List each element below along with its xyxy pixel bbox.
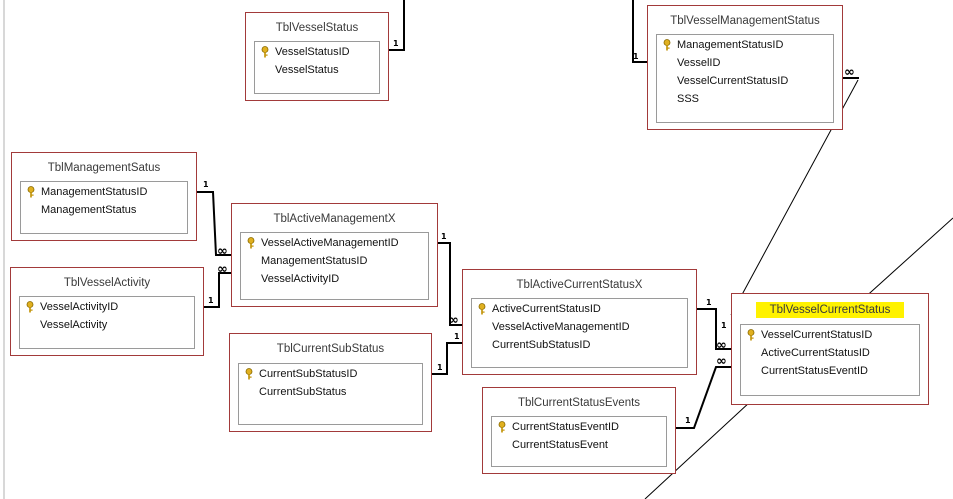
- field-row[interactable]: VesselID: [677, 57, 721, 69]
- table-title[interactable]: TblVesselStatus: [275, 22, 359, 34]
- field-row[interactable]: CurrentSubStatusID: [245, 366, 357, 382]
- field-row[interactable]: ManagementStatus: [41, 204, 137, 216]
- field-row[interactable]: ManagementStatusID: [261, 255, 368, 267]
- field-list: ActiveCurrentStatusID VesselActiveManage…: [471, 298, 688, 368]
- field-row[interactable]: SSS: [677, 93, 700, 105]
- table-title[interactable]: TblActiveCurrentStatusX: [516, 279, 643, 291]
- table-title[interactable]: TblVesselManagementStatus: [670, 15, 820, 27]
- cardinality-one: 1: [685, 416, 691, 425]
- field-row[interactable]: CurrentStatusEvent: [512, 439, 608, 451]
- table-tbl-active-current-status-x[interactable]: TblActiveCurrentStatusX ActiveCurrentSta…: [462, 269, 697, 375]
- cardinality-many: ∞: [716, 354, 727, 369]
- field-row[interactable]: VesselActivity: [40, 319, 108, 331]
- field-row[interactable]: VesselCurrentStatusID: [747, 327, 872, 343]
- field-row[interactable]: VesselActivityID: [26, 299, 118, 315]
- cardinality-one: 1: [437, 363, 443, 372]
- cardinality-one: 1: [454, 332, 460, 341]
- field-row[interactable]: ManagementStatusID: [663, 37, 783, 53]
- field-list: CurrentSubStatusID CurrentSubStatus: [238, 363, 423, 425]
- cardinality-many: ∞: [844, 65, 855, 80]
- field-list: ManagementStatusID VesselID VesselCurren…: [656, 34, 834, 123]
- key-icon: [247, 237, 255, 249]
- key-icon: [663, 39, 671, 51]
- field-list: VesselActivityID VesselActivity: [19, 296, 195, 349]
- table-title[interactable]: TblCurrentSubStatus: [276, 343, 385, 355]
- key-icon: [498, 421, 506, 433]
- field-row[interactable]: CurrentStatusEventID: [498, 419, 619, 435]
- table-tbl-management-satus[interactable]: TblManagementSatus ManagementStatusID Ma…: [11, 152, 197, 241]
- key-icon: [261, 46, 269, 58]
- field-row[interactable]: VesselStatus: [275, 64, 339, 76]
- table-tbl-vessel-activity[interactable]: TblVesselActivity VesselActivityID Vesse…: [10, 267, 204, 356]
- cardinality-one: 1: [208, 296, 214, 305]
- field-row[interactable]: VesselStatusID: [261, 44, 350, 60]
- highlight-mark: TblVesselCurrentStatus: [755, 302, 905, 318]
- field-list: VesselStatusID VesselStatus: [254, 41, 380, 94]
- field-row[interactable]: ActiveCurrentStatusID: [478, 301, 601, 317]
- cardinality-many: ∞: [448, 313, 459, 328]
- table-title[interactable]: TblVesselActivity: [63, 277, 151, 289]
- key-icon: [26, 301, 34, 313]
- field-list: VesselCurrentStatusID ActiveCurrentStatu…: [740, 324, 920, 396]
- field-row[interactable]: CurrentSubStatusID: [492, 339, 591, 351]
- table-title[interactable]: TblVesselCurrentStatus: [732, 302, 928, 318]
- table-title[interactable]: TblActiveManagementX: [273, 213, 396, 225]
- cardinality-many: ∞: [217, 262, 228, 277]
- table-tbl-vessel-status[interactable]: TblVesselStatus VesselStatusID VesselSta…: [245, 12, 389, 101]
- field-row[interactable]: VesselActiveManagementID: [492, 321, 630, 333]
- field-row[interactable]: ActiveCurrentStatusID: [761, 347, 870, 359]
- field-row[interactable]: VesselCurrentStatusID: [677, 75, 789, 87]
- field-row[interactable]: CurrentStatusEventID: [761, 365, 868, 377]
- table-tbl-active-management-x[interactable]: TblActiveManagementX VesselActiveManagem…: [231, 203, 438, 307]
- table-tbl-current-status-events[interactable]: TblCurrentStatusEvents CurrentStatusEven…: [482, 387, 676, 474]
- cardinality-one: 1: [706, 298, 712, 307]
- table-title[interactable]: TblCurrentStatusEvents: [517, 397, 641, 409]
- key-icon: [245, 368, 253, 380]
- cardinality-one: 1: [203, 180, 209, 189]
- cardinality-many: ∞: [217, 244, 228, 259]
- key-icon: [27, 186, 35, 198]
- field-list: VesselActiveManagementID ManagementStatu…: [240, 232, 429, 300]
- cardinality-many: ∞: [716, 338, 727, 353]
- field-row[interactable]: CurrentSubStatus: [259, 386, 347, 398]
- table-tbl-current-sub-status[interactable]: TblCurrentSubStatus CurrentSubStatusID C…: [229, 333, 432, 432]
- table-title[interactable]: TblManagementSatus: [47, 162, 161, 174]
- cardinality-one: 1: [393, 39, 399, 48]
- field-row[interactable]: ManagementStatusID: [27, 184, 147, 200]
- key-icon: [478, 303, 486, 315]
- cardinality-one: 1: [441, 232, 447, 241]
- field-list: ManagementStatusID ManagementStatus: [20, 181, 188, 234]
- field-row[interactable]: VesselActiveManagementID: [247, 235, 399, 251]
- cardinality-one: 1: [721, 321, 727, 330]
- key-icon: [747, 329, 755, 341]
- field-row[interactable]: VesselActivityID: [261, 273, 340, 285]
- table-tbl-vessel-management-status[interactable]: TblVesselManagementStatus ManagementStat…: [647, 5, 843, 130]
- table-tbl-vessel-current-status[interactable]: TblVesselCurrentStatus VesselCurrentStat…: [731, 293, 929, 405]
- cardinality-one: 1: [633, 52, 639, 61]
- field-list: CurrentStatusEventID CurrentStatusEvent: [491, 416, 667, 467]
